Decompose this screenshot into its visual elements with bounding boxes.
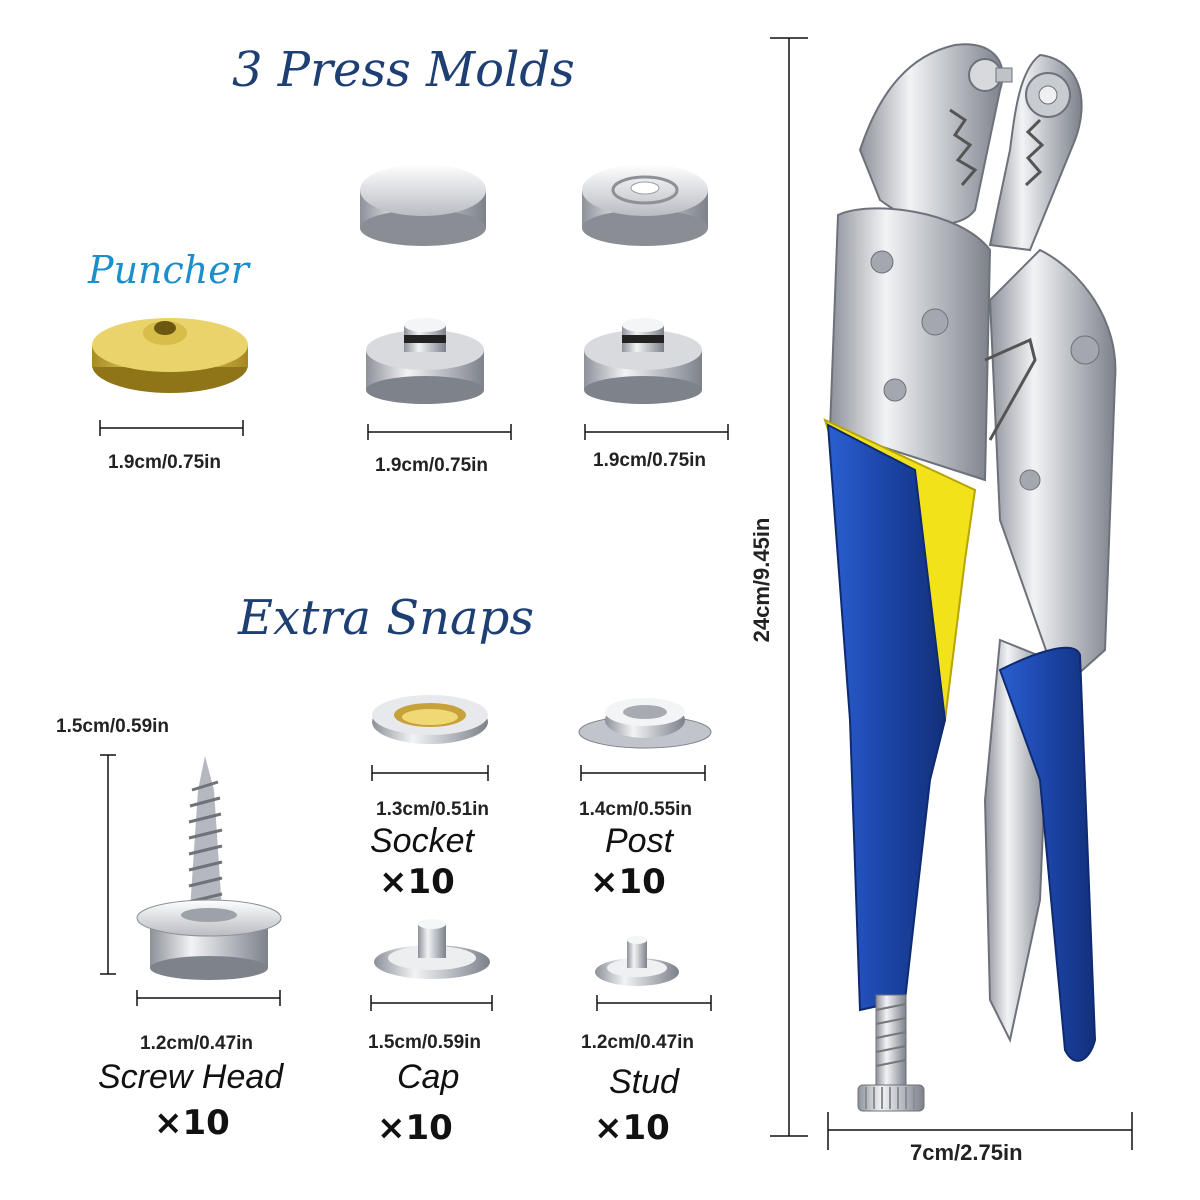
- screw-head-height-dimension: 1.5cm/0.59in: [56, 716, 170, 737]
- mold-bottom-1-image: [366, 318, 484, 404]
- screw-head-quantity: ×10: [154, 1103, 230, 1143]
- puncher-dimension: 1.9cm/0.75in: [108, 452, 222, 473]
- socket-image: [372, 695, 488, 744]
- socket-quantity: ×10: [379, 862, 455, 902]
- stud-dimension: 1.2cm/0.47in: [581, 1032, 695, 1053]
- mold-top-1-image: [360, 164, 486, 246]
- screw-head-dimension: 1.2cm/0.47in: [140, 1033, 254, 1054]
- socket-dimension: 1.3cm/0.51in: [376, 799, 490, 820]
- cap-label: Cap: [397, 1058, 460, 1096]
- socket-label: Socket: [370, 822, 474, 860]
- pliers-height-dimension: 24cm/9.45in: [749, 517, 774, 643]
- post-label: Post: [605, 822, 674, 860]
- press-molds-heading: 3 Press Molds: [232, 42, 575, 98]
- stud-image: [595, 936, 679, 986]
- puncher-heading: Puncher: [88, 248, 249, 292]
- pliers-dimension-lines: [770, 37, 1133, 1150]
- mold-dimension-lines: [99, 420, 729, 440]
- mold-top-2-image: [582, 164, 708, 246]
- cap-dimension: 1.5cm/0.59in: [368, 1032, 482, 1053]
- stud-quantity: ×10: [594, 1108, 670, 1148]
- stud-label: Stud: [609, 1063, 679, 1101]
- extra-snaps-heading: Extra Snaps: [238, 590, 534, 646]
- screw-head-label: Screw Head: [98, 1058, 284, 1096]
- puncher-image: [92, 318, 248, 393]
- snap-dimension-lines: [100, 754, 712, 1011]
- post-quantity: ×10: [590, 862, 666, 902]
- post-image: [578, 698, 712, 749]
- pliers-image: [823, 43, 1117, 1112]
- post-dimension: 1.4cm/0.55in: [579, 799, 693, 820]
- mold-bottom-2-image: [584, 318, 702, 404]
- cap-quantity: ×10: [377, 1108, 453, 1148]
- cap-image: [374, 919, 490, 979]
- screw-head-image: [136, 756, 282, 980]
- pliers-width-dimension: 7cm/2.75in: [910, 1140, 1023, 1165]
- mold-2-dimension: 1.9cm/0.75in: [593, 450, 707, 471]
- mold-1-dimension: 1.9cm/0.75in: [375, 455, 489, 476]
